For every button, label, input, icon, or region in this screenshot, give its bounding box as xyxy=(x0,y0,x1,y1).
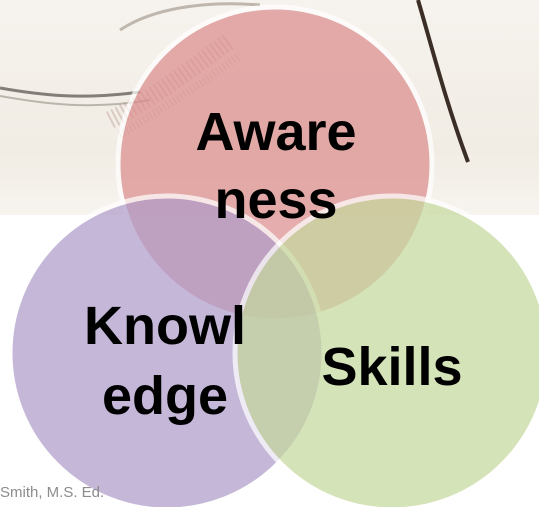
skills-circle xyxy=(232,193,539,507)
venn-labels: Aware ness Knowl edge Skills xyxy=(84,102,463,426)
awareness-label-line-2: ness xyxy=(214,170,337,230)
author-credit: Smith, M.S. Ed. xyxy=(0,484,105,501)
knowledge-label-line-1: Knowl xyxy=(84,296,246,356)
awareness-label-line-1: Aware xyxy=(195,102,356,162)
skills-label: Skills xyxy=(321,337,462,397)
venn-circles xyxy=(7,4,539,507)
knowledge-label-line-2: edge xyxy=(102,366,228,426)
